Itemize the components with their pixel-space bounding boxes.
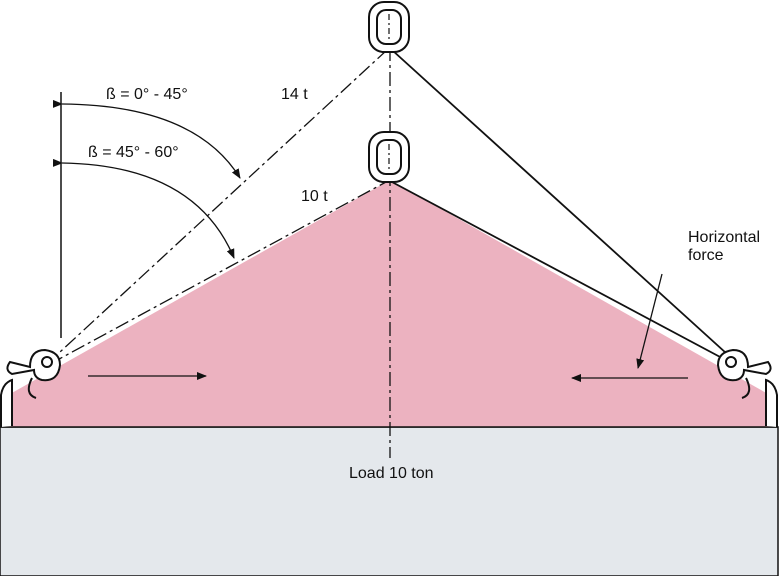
left-sling-10t: [49, 181, 387, 365]
sling-force-label-14t: 14 t: [281, 86, 308, 103]
horizontal-force-label-line2: force: [688, 247, 724, 265]
right-sling-14t: [391, 49, 738, 364]
left-hook-icon: [0, 348, 62, 427]
angle-arc-outer: [52, 99, 241, 179]
load-block: [0, 426, 779, 576]
sling-force-label-10t: 10 t: [301, 188, 328, 205]
upper-master-link-icon: [368, 1, 410, 53]
force-triangle: [2, 180, 776, 427]
horizontal-force-label-line1: Horizontal: [688, 229, 761, 246]
horizontal-force-label: Horizontal force: [688, 229, 760, 266]
horizontal-force-pointer: [636, 273, 663, 369]
load-label: Load 10 ton: [349, 465, 434, 482]
right-sling-10t: [391, 181, 738, 367]
angle-label-45-60: ß = 45° - 60°: [88, 144, 179, 161]
angle-arc-inner: [52, 158, 235, 259]
lower-master-link-icon: [368, 131, 410, 183]
angle-label-0-45: ß = 0° - 45°: [106, 86, 188, 103]
right-hook-icon: [716, 348, 778, 427]
